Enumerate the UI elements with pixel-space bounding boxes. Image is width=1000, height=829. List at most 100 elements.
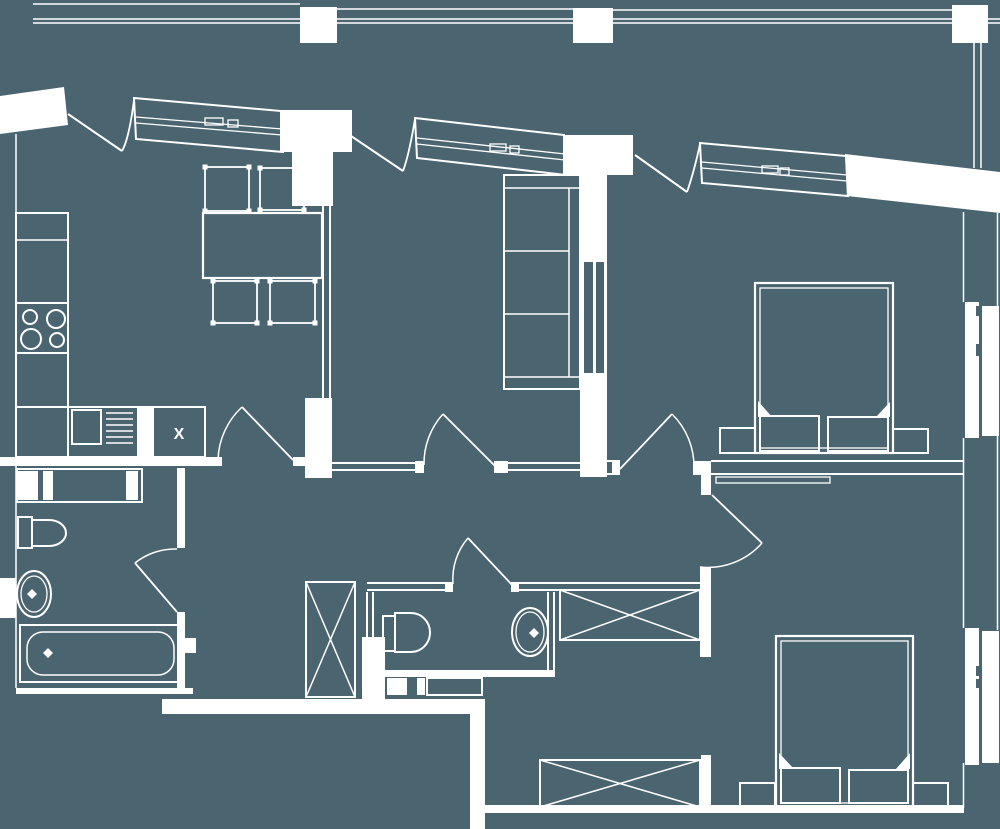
angled-windows xyxy=(67,96,1000,213)
window-glazing-line xyxy=(416,137,566,155)
mullion-gap xyxy=(976,666,980,676)
basin-inner xyxy=(515,611,545,653)
basin-inner xyxy=(20,575,48,613)
dining-chair xyxy=(257,165,307,213)
window-connector xyxy=(634,154,688,193)
dining-chair xyxy=(267,278,318,326)
basin xyxy=(16,570,52,618)
window-sill-mark xyxy=(779,167,790,176)
nightstand xyxy=(719,427,756,454)
wall xyxy=(485,805,964,813)
window-glazing-line xyxy=(701,167,848,182)
washer-label: X xyxy=(174,426,185,443)
window-sill-mark xyxy=(509,145,520,154)
nightstand xyxy=(892,428,929,454)
wardrobes xyxy=(305,581,701,808)
radiator-cap xyxy=(126,471,138,500)
kitchen: X xyxy=(15,212,206,458)
window-band xyxy=(965,302,979,438)
counter-divider-block xyxy=(137,407,153,457)
wall xyxy=(385,670,555,677)
wall-block xyxy=(292,150,333,206)
dining xyxy=(201,164,324,326)
door-leaf xyxy=(134,562,178,613)
window-glazing-line xyxy=(135,122,283,136)
wall-block xyxy=(0,578,16,618)
sheet-fold xyxy=(896,753,910,769)
wall xyxy=(16,688,193,694)
right-windows xyxy=(962,212,999,808)
window-sill-mark xyxy=(227,119,239,128)
window-pier-band xyxy=(845,154,1000,213)
nightstand xyxy=(912,782,949,808)
bathroom-2 xyxy=(382,607,549,657)
radiator-cap xyxy=(18,471,38,500)
tap-diamond xyxy=(43,648,53,658)
window-connector-curve xyxy=(121,99,135,152)
wall-tab xyxy=(185,638,196,653)
window-sill-mark xyxy=(761,165,779,174)
window-sill-mark xyxy=(204,117,224,126)
window-connector-curve xyxy=(402,118,416,172)
wall-block xyxy=(362,637,385,714)
kitchen-sink xyxy=(71,409,102,445)
tap-diamond xyxy=(27,589,37,599)
left-wall-block xyxy=(0,87,68,134)
nightstand xyxy=(739,782,776,809)
door-leaf xyxy=(442,413,497,468)
dining-table xyxy=(201,211,324,280)
bedroom-1 xyxy=(719,281,929,455)
window-band xyxy=(965,628,979,765)
toilet-bowl xyxy=(394,612,431,653)
pillow xyxy=(780,767,841,804)
door-jamb xyxy=(293,457,307,466)
wall xyxy=(162,699,485,714)
door-jamb xyxy=(511,582,519,592)
door-jamb xyxy=(445,582,453,592)
wall xyxy=(0,457,222,466)
radiator-cap xyxy=(43,471,53,500)
radiator xyxy=(715,476,831,484)
window-connector-curve xyxy=(686,143,701,193)
mullion-gap xyxy=(976,344,980,356)
bed-outline xyxy=(774,634,915,810)
hob-burner xyxy=(20,328,42,350)
window-band xyxy=(982,306,999,436)
window-glazing-line xyxy=(416,143,566,161)
bed-mattress xyxy=(780,640,909,804)
dining-chair xyxy=(202,164,252,214)
wall-block xyxy=(387,678,407,695)
washing-machine xyxy=(152,406,206,458)
mullion-gap xyxy=(976,679,980,688)
wall xyxy=(177,468,185,548)
door-leaf xyxy=(711,494,763,544)
wall-pier xyxy=(300,7,337,43)
window-pier xyxy=(280,110,352,152)
window-frame xyxy=(132,96,285,154)
wardrobe-x xyxy=(305,581,356,698)
window-connector xyxy=(67,113,123,152)
toilet-bowl xyxy=(31,519,67,547)
kitchen-counter xyxy=(15,212,69,458)
sheet-fold xyxy=(758,401,772,417)
kitchen-counter xyxy=(67,406,206,458)
wall-block xyxy=(305,398,332,478)
bedroom-2 xyxy=(739,634,949,810)
door-swing-arc xyxy=(134,548,178,564)
bed-outline xyxy=(753,281,895,455)
interior-walls xyxy=(0,134,964,829)
window-band xyxy=(982,631,999,763)
sheet-fold xyxy=(779,753,794,769)
door-leaf xyxy=(467,537,514,587)
door-leaf xyxy=(619,413,673,470)
wall-recess xyxy=(584,262,593,373)
mullion-gap xyxy=(976,306,980,316)
window-glazing-line xyxy=(701,161,848,176)
wall-post xyxy=(701,755,711,807)
hob-burner xyxy=(22,309,38,325)
wardrobe-x xyxy=(559,589,701,641)
door-swing-arc xyxy=(217,406,243,461)
sheet-fold xyxy=(876,402,890,417)
cabinet xyxy=(426,677,483,696)
